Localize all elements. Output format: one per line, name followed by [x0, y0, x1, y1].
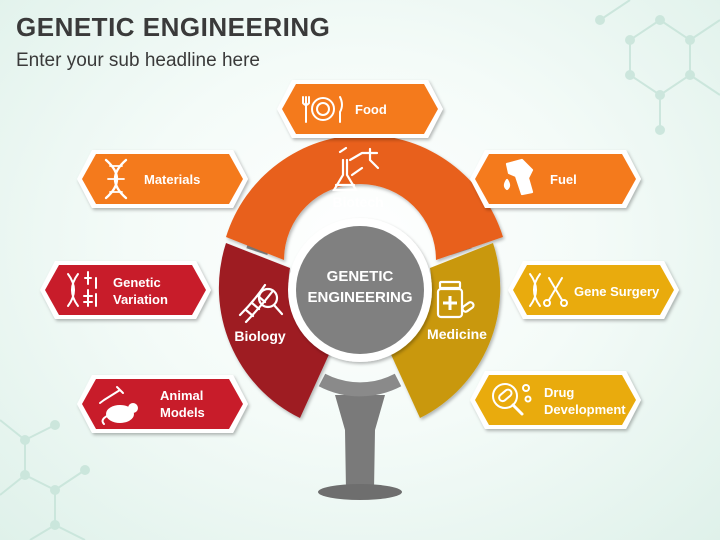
- molecule-decoration-top-right: [595, 0, 720, 135]
- segment-label-medicine: Medicine: [427, 326, 487, 342]
- capsule-magnifier-icon: [492, 383, 532, 416]
- medicine-bottle-icon: [436, 280, 475, 319]
- segment-medicine[interactable]: [389, 243, 501, 418]
- hexagon-label-drug-development-line1: Drug: [544, 385, 574, 400]
- hexagon-label-fuel: Fuel: [550, 172, 577, 187]
- hexagon-label-genetic-variation-line1: Genetic: [113, 275, 161, 290]
- mouse-syringe-icon: [99, 386, 138, 425]
- hexagon-label-animal-models-line2: Models: [160, 405, 205, 420]
- hexagon-label-materials: Materials: [144, 172, 200, 187]
- hexagon-drug-development[interactable]: [470, 371, 641, 429]
- center-circle[interactable]: [296, 226, 424, 354]
- flask-microscope-icon: [332, 146, 380, 192]
- segment-label-biology: Biology: [234, 328, 286, 344]
- hexagon-food[interactable]: [277, 80, 443, 138]
- segment-biotech[interactable]: [226, 134, 503, 260]
- fuel-nozzle-icon: [503, 158, 534, 196]
- hexagon-gene-surgery[interactable]: [508, 261, 679, 319]
- center-label-line1: GENETIC: [327, 268, 394, 285]
- page-subtitle: Enter your sub headline here: [16, 50, 260, 71]
- plate-fork-knife-icon: [302, 96, 343, 123]
- page-title: GENETIC ENGINEERING: [16, 12, 331, 42]
- hexagon-genetic-variation[interactable]: [40, 261, 211, 319]
- dna-strands-icon: [67, 271, 97, 307]
- hexagon-animal-models[interactable]: [77, 375, 248, 433]
- dna-scissors-icon: [529, 273, 568, 307]
- segment-biology[interactable]: [218, 243, 331, 418]
- hexagon-label-gene-surgery: Gene Surgery: [574, 284, 660, 299]
- center-label-line2: ENGINEERING: [307, 289, 412, 306]
- hexagon-label-genetic-variation-line2: Variation: [113, 292, 168, 307]
- dna-icon: [104, 158, 128, 200]
- hexagon-label-food: Food: [355, 102, 387, 117]
- hexagon-label-drug-development-line2: Development: [544, 402, 626, 417]
- hexagon-label-animal-models-line1: Animal: [160, 388, 203, 403]
- molecule-decoration-bottom-left: [0, 419, 90, 540]
- segment-label-biotech: Biotech: [332, 194, 383, 210]
- dna-magnifier-icon: [238, 283, 284, 324]
